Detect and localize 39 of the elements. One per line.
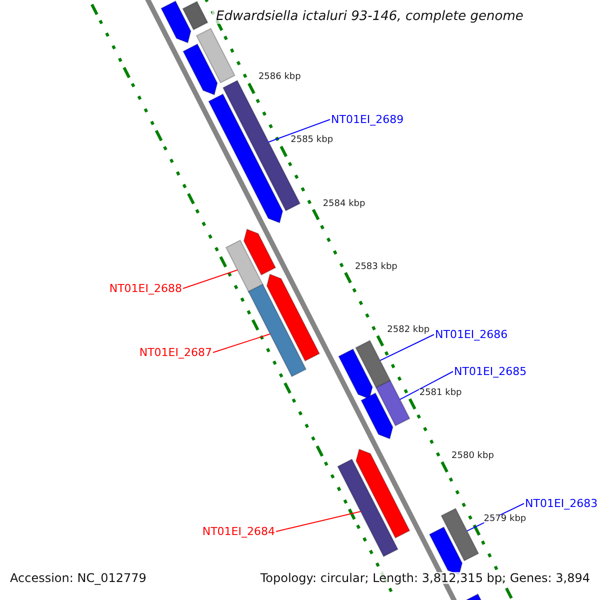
gene-label: NT01EI_2687 xyxy=(139,347,212,358)
gene-bar xyxy=(182,43,218,96)
leader-line xyxy=(276,511,362,532)
genome-summary: Topology: circular; Length: 3,812,315 bp; Genes: 3,894 xyxy=(260,572,590,584)
gene-bar xyxy=(338,348,373,400)
tick-label: 2583 kbp xyxy=(354,262,398,272)
leader-line xyxy=(380,334,434,361)
gene-bar xyxy=(440,508,480,562)
gene-bar xyxy=(196,28,236,84)
tick-label: 2580 kbp xyxy=(452,452,494,461)
leader-line xyxy=(212,334,271,353)
tick-label: 2584 kbp xyxy=(322,200,366,209)
gene-bar xyxy=(337,458,398,558)
tick-label: 2579 kbp xyxy=(484,515,526,524)
gene-label: NT01EI_2683 xyxy=(525,498,598,509)
tick-label: 2585 kbp xyxy=(290,136,334,146)
gene-label: NT01EI_2689 xyxy=(331,114,404,125)
gene-label: NT01EI_2686 xyxy=(435,329,508,340)
gene-label: NT01EI_2685 xyxy=(454,366,527,377)
gene-label: NT01EI_2684 xyxy=(202,526,275,537)
gene-bar xyxy=(375,380,410,426)
gene-bar xyxy=(225,240,264,294)
accession-text: Accession: NC_012779 xyxy=(10,572,146,584)
gene-bar xyxy=(360,392,394,440)
leader-line xyxy=(182,270,238,289)
tick-label: 2582 kbp xyxy=(387,326,430,335)
tick-label: 2581 kbp xyxy=(419,388,462,398)
tick-label: 2586 kbp xyxy=(258,73,301,82)
gene-bar xyxy=(248,284,307,378)
leader-line xyxy=(400,371,454,400)
gene-bar xyxy=(208,93,284,224)
gene-bar xyxy=(243,228,276,276)
gene-bar xyxy=(266,274,320,362)
gene-bar xyxy=(182,0,208,30)
gene-bar xyxy=(160,0,192,44)
gene-label: NT01EI_2688 xyxy=(109,283,182,294)
gene-bar xyxy=(355,340,391,388)
leader-line xyxy=(268,119,330,142)
gene-bar xyxy=(356,448,410,539)
